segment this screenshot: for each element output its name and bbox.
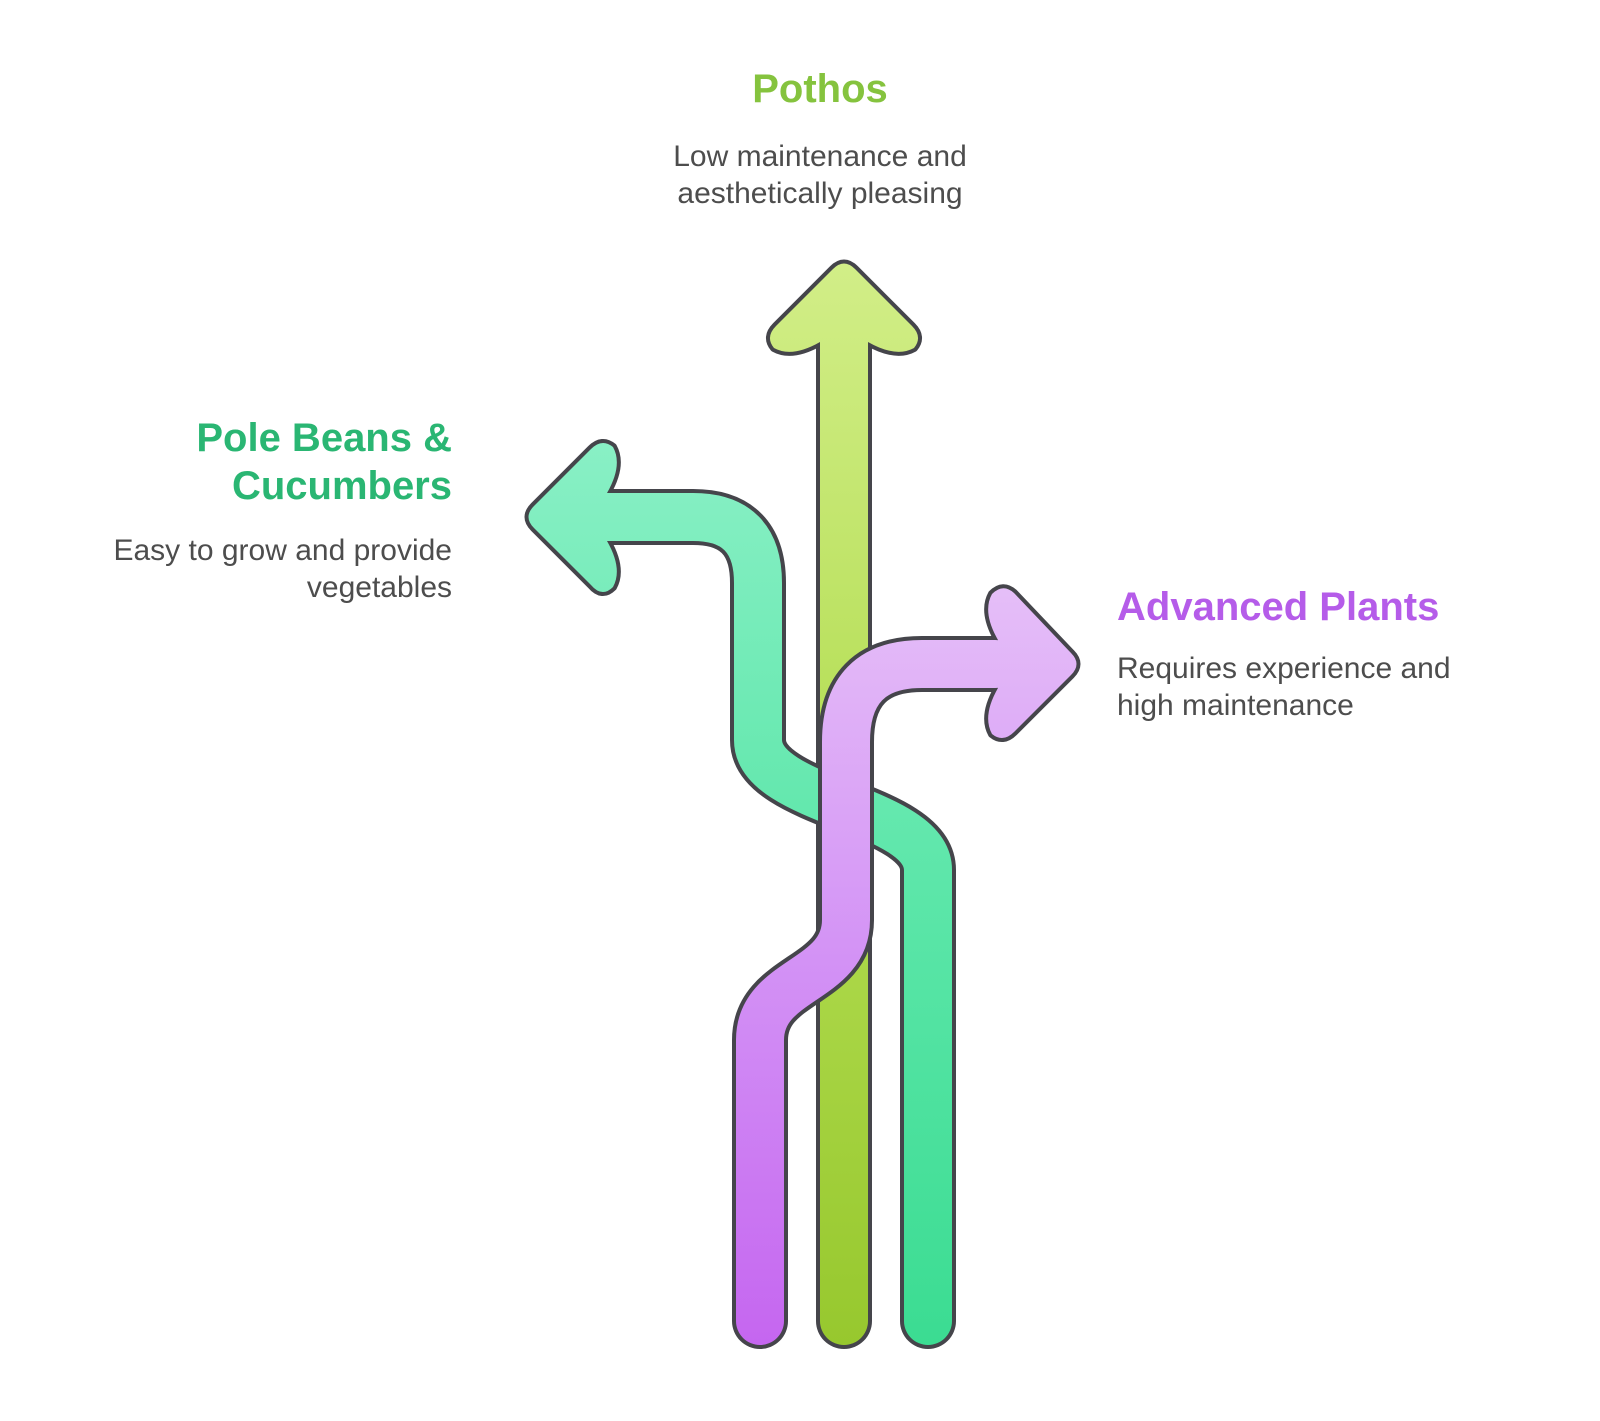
pothos-description-line-1: Low maintenance and — [673, 140, 967, 173]
advanced-plants-arrow-band — [736, 640, 1019, 1345]
pole-beans-description-line-2: vegetables — [306, 571, 452, 604]
advanced-plants-arrow — [732, 584, 1081, 1349]
pole-beans-description: Easy to grow and provide vegetables — [32, 532, 452, 606]
advanced-plants-title: Advanced Plants — [1117, 585, 1440, 629]
pothos-title: Pothos — [752, 67, 888, 111]
advanced-plants-arrowhead — [988, 588, 1077, 739]
advanced-plants-description-line-1: Requires experience and — [1117, 652, 1451, 685]
pole-beans-arrowhead — [528, 442, 617, 593]
pole-beans-label-block: Pole Beans & Cucumbers Easy to grow and … — [32, 414, 452, 606]
pole-beans-description-line-1: Easy to grow and provide — [113, 534, 452, 567]
advanced-plants-label-block: Advanced Plants Requires experience and … — [1117, 584, 1557, 724]
pothos-arrowhead — [769, 263, 919, 352]
pothos-description: Low maintenance and aesthetically pleasi… — [520, 138, 1120, 212]
pothos-label-block: Pothos Low maintenance and aesthetically… — [520, 66, 1120, 212]
pothos-description-line-2: aesthetically pleasing — [677, 177, 963, 210]
advanced-plants-description: Requires experience and high maintenance — [1117, 650, 1557, 724]
pole-beans-arrow-band — [576, 493, 952, 1345]
pole-beans-title: Pole Beans & Cucumbers — [32, 414, 452, 510]
pole-beans-title-line-2: Cucumbers — [231, 464, 452, 508]
pole-beans-title-line-1: Pole Beans & — [196, 416, 452, 460]
advanced-plants-description-line-2: high maintenance — [1117, 689, 1354, 722]
pole-beans-arrow — [524, 439, 956, 1349]
